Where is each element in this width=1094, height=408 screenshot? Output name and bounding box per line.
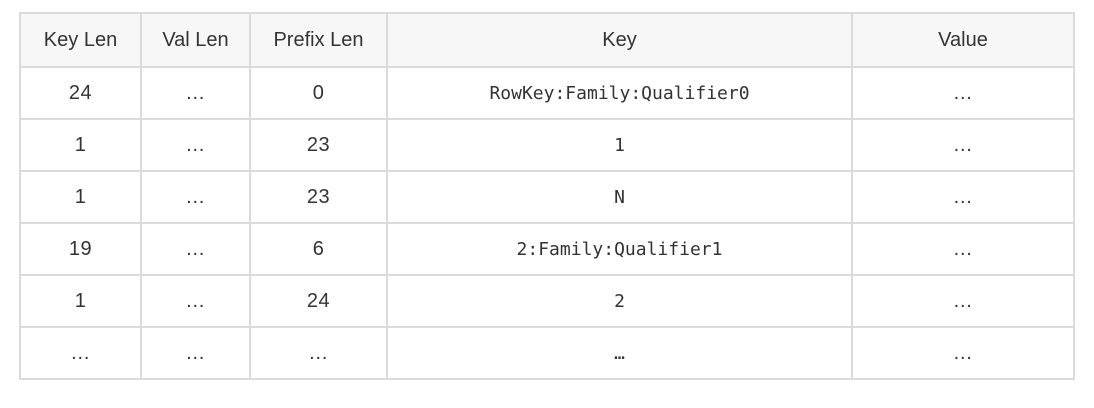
header-row: Key Len Val Len Prefix Len Key Value: [19, 12, 1075, 68]
cell-val-len: …: [140, 222, 251, 276]
cell-val-len: …: [140, 170, 251, 224]
cell-key: 2: [386, 274, 853, 328]
cell-key: 1: [386, 118, 853, 172]
cell-val-len: …: [140, 274, 251, 328]
cell-val-len: …: [140, 326, 251, 380]
table-row: 1 … 23 N …: [19, 170, 1075, 224]
column-header-key: Key: [386, 12, 853, 68]
cell-value: …: [851, 274, 1075, 328]
column-header-key-len: Key Len: [19, 12, 142, 68]
cell-val-len: …: [140, 118, 251, 172]
cell-key-len: 1: [19, 170, 142, 224]
cell-value: …: [851, 118, 1075, 172]
column-header-value: Value: [851, 12, 1075, 68]
table-row: 24 … 0 RowKey:Family:Qualifier0 …: [19, 66, 1075, 120]
cell-key: RowKey:Family:Qualifier0: [386, 66, 853, 120]
table-row: … … … … …: [19, 326, 1075, 380]
cell-prefix-len: 0: [249, 66, 388, 120]
cell-key-len: 24: [19, 66, 142, 120]
column-header-val-len: Val Len: [140, 12, 251, 68]
cell-prefix-len: …: [249, 326, 388, 380]
cell-key: …: [386, 326, 853, 380]
cell-prefix-len: 23: [249, 170, 388, 224]
table-row: 1 … 24 2 …: [19, 274, 1075, 328]
cell-key-len: …: [19, 326, 142, 380]
encoded-kv-table-container: Key Len Val Len Prefix Len Key Value 24 …: [19, 12, 1075, 380]
table-row: 1 … 23 1 …: [19, 118, 1075, 172]
cell-value: …: [851, 326, 1075, 380]
cell-value: …: [851, 170, 1075, 224]
cell-key: 2:Family:Qualifier1: [386, 222, 853, 276]
cell-prefix-len: 24: [249, 274, 388, 328]
table-row: 19 … 6 2:Family:Qualifier1 …: [19, 222, 1075, 276]
cell-value: …: [851, 222, 1075, 276]
cell-prefix-len: 6: [249, 222, 388, 276]
cell-key: N: [386, 170, 853, 224]
cell-key-len: 19: [19, 222, 142, 276]
cell-key-len: 1: [19, 274, 142, 328]
prefix-encoding-table: Key Len Val Len Prefix Len Key Value 24 …: [19, 12, 1075, 380]
cell-key-len: 1: [19, 118, 142, 172]
cell-value: …: [851, 66, 1075, 120]
cell-val-len: …: [140, 66, 251, 120]
cell-prefix-len: 23: [249, 118, 388, 172]
column-header-prefix-len: Prefix Len: [249, 12, 388, 68]
